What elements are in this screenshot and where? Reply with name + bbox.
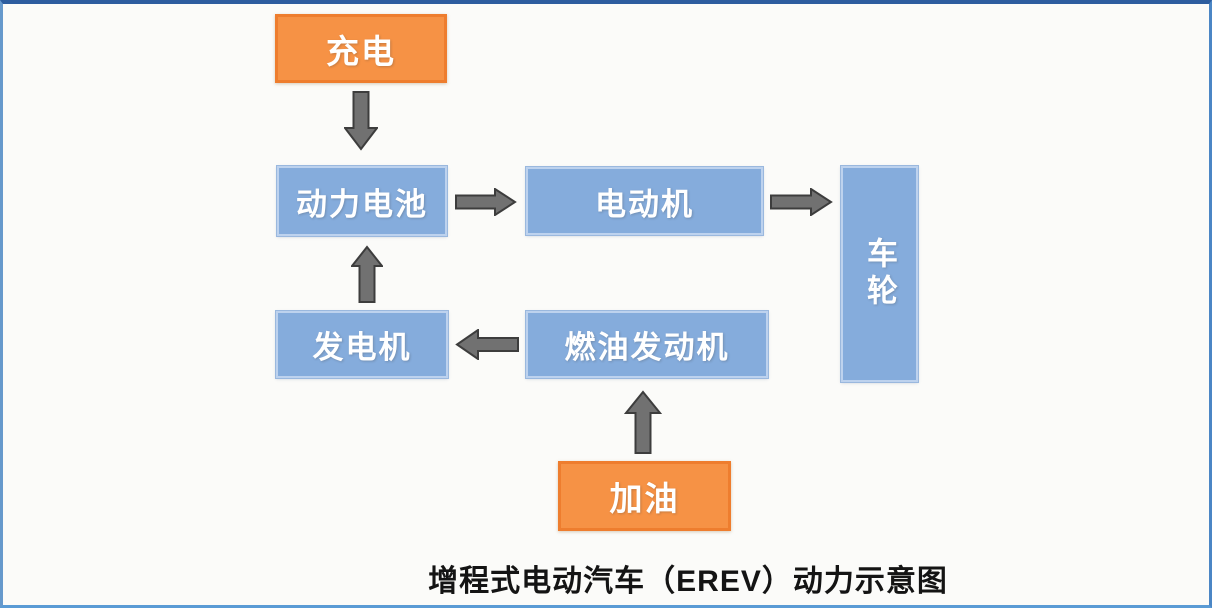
arrow-down-charge-to-battery-icon <box>344 91 378 151</box>
arrow-up-generator-to-battery-icon <box>351 245 383 303</box>
node-wheel: 车轮 <box>841 166 918 382</box>
node-motor: 电动机 <box>526 167 763 235</box>
node-battery: 动力电池 <box>277 166 447 236</box>
node-refuel: 加油 <box>558 461 731 531</box>
arrow-right-motor-to-wheel-icon <box>770 188 833 216</box>
diagram-caption: 增程式电动汽车（EREV）动力示意图 <box>428 565 948 598</box>
arrow-right-battery-to-motor-icon <box>455 188 517 216</box>
node-generator: 发电机 <box>276 311 448 378</box>
node-charge: 充电 <box>275 14 447 83</box>
node-engine: 燃油发动机 <box>526 311 768 378</box>
arrow-up-refuel-to-engine-icon <box>624 390 662 454</box>
arrow-left-engine-to-generator-icon <box>455 329 519 360</box>
